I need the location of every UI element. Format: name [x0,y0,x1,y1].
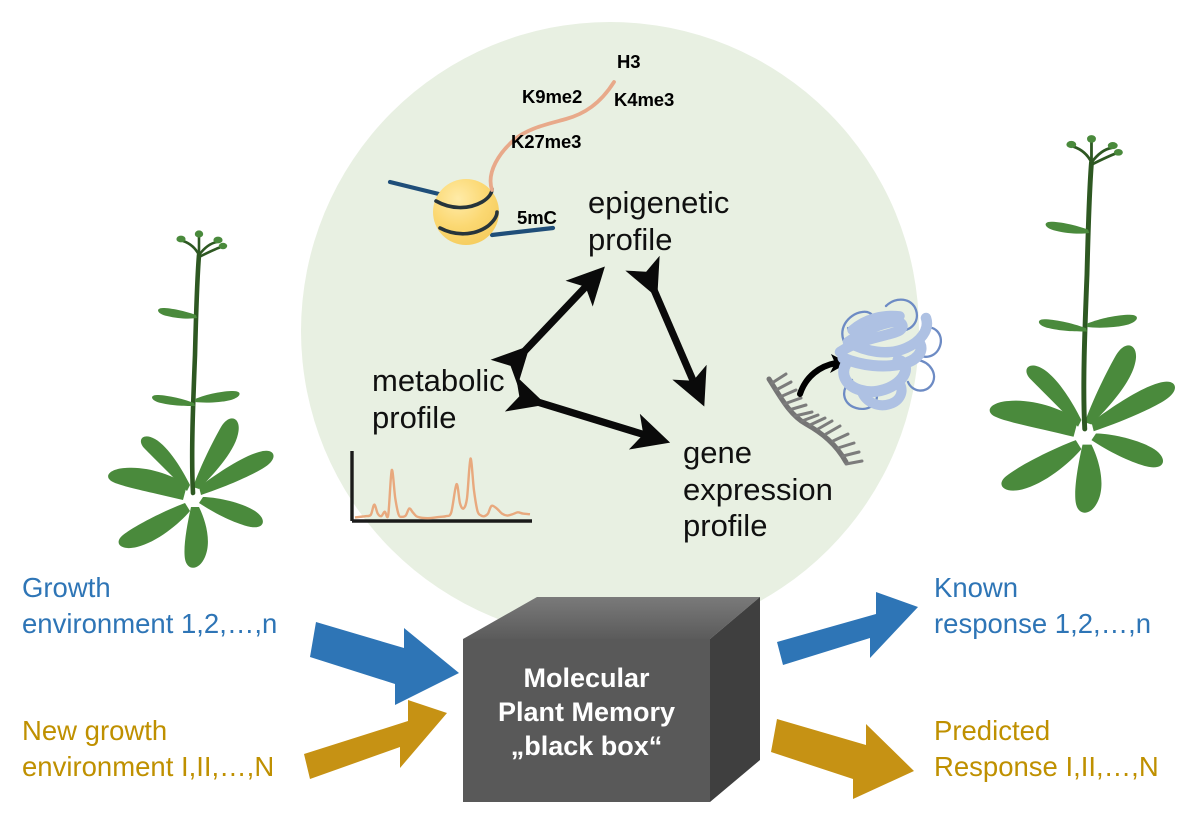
dna-linker-right [489,225,556,238]
blue-arrow-out[interactable] [777,592,918,665]
mrna-strand [766,376,849,465]
label-growth-environment: Growth environment 1,2,…,n [22,572,278,639]
label-h3: H3 [617,51,641,72]
box-top-face [463,597,760,639]
arrow-metabolic-epigenetic [490,266,605,386]
arrow-epigenetic-gene [625,255,707,407]
label-gene-expression-profile: gene expression profile [683,435,833,544]
dna-wrap-lower [438,210,499,236]
dna-linker-left [387,179,450,199]
protein-ribbon [834,312,933,358]
label-k27me3: K27me3 [511,131,582,152]
mrna-bases [770,372,864,466]
chart-trace [354,457,531,520]
blue-arrow-in[interactable] [310,622,459,705]
translation-arrow-head [830,354,848,373]
plant-stem [189,252,202,496]
label-k9me2: K9me2 [522,86,583,107]
box-front-face [463,639,710,802]
gold-arrow-out[interactable] [771,719,914,799]
histone-tail [488,80,616,192]
protein-ribbon-lower [838,354,911,398]
label-k4me3: K4me3 [614,89,675,110]
label-predicted-response: Predicted Response I,II,…,N [934,715,1159,782]
gold-arrow-in[interactable] [304,700,447,779]
label-known-response: Known response 1,2,…,n [934,572,1152,639]
label-5mc: 5mC [517,207,557,228]
label-metabolic-profile: metabolic profile [372,363,505,435]
chart-axes [350,451,532,523]
protein-ribbon-tail [857,379,907,411]
protein-ribbon-zig [847,310,905,335]
box-side-face [710,597,760,802]
black-box-label: Molecular Plant Memory „black box“ [497,663,676,762]
label-new-growth-environment: New growth environment I,II,…,N [22,715,275,782]
translation-arrow [797,360,839,397]
label-epigenetic-profile: epigenetic profile [588,185,730,257]
arrow-metabolic-gene [504,375,671,450]
dna-wrap-upper [434,187,494,210]
